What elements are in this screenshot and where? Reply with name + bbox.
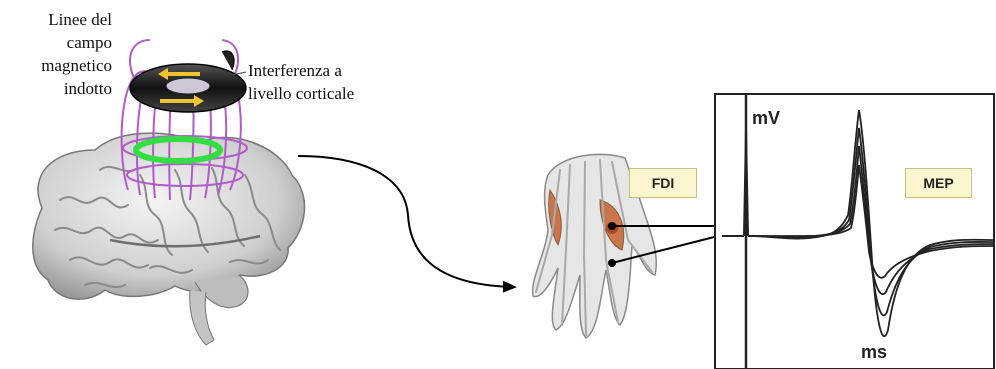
field-lines-label: Linee del campo magnetico indotto <box>8 8 112 100</box>
interference-label-line-2: livello corticale <box>248 82 408 105</box>
interference-label-line-1: Interferenza a <box>248 59 408 82</box>
fdi-tag: FDI <box>629 168 697 198</box>
field-label-line-3: magnetico <box>8 54 112 77</box>
mep-tag: MEP <box>905 168 972 198</box>
x-unit-label: ms <box>861 342 887 363</box>
emg-trace-panel <box>715 94 994 369</box>
curved-arrow-icon <box>298 156 514 287</box>
field-label-line-2: campo <box>8 31 112 54</box>
field-label-line-4: indotto <box>8 77 112 100</box>
interference-label: Interferenza a livello corticale <box>248 59 408 105</box>
tms-coil-icon <box>130 51 246 112</box>
y-unit-label: mV <box>752 108 780 129</box>
field-label-line-1: Linee del <box>8 8 112 31</box>
